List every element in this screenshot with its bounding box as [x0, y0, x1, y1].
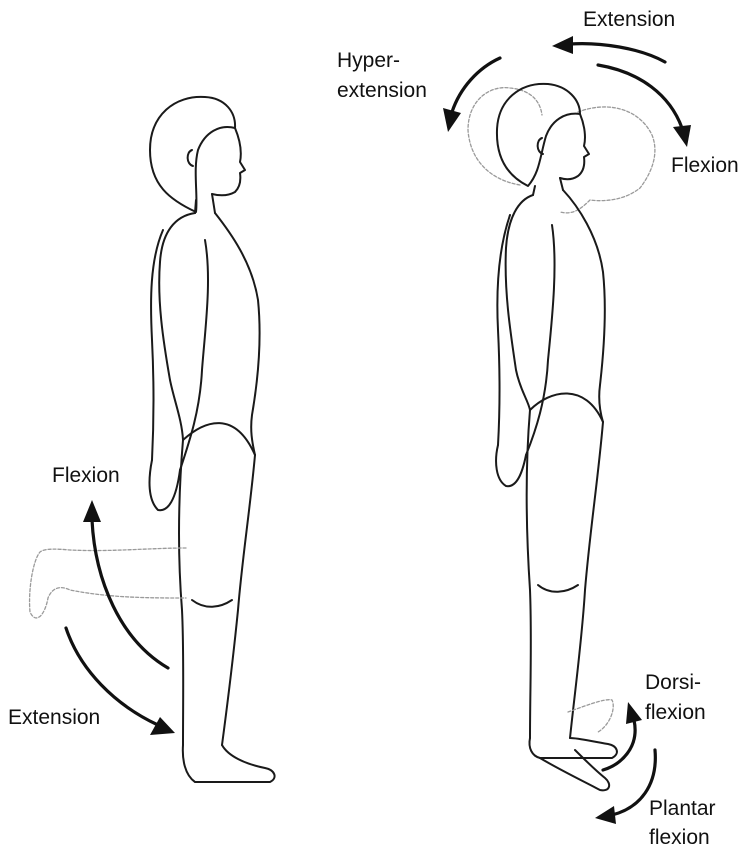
plantar-flexion-label-line2: flexion	[649, 826, 710, 849]
head-flexion-arrow	[598, 65, 691, 147]
right-standing-figure	[468, 84, 655, 790]
head-flexion-label: Flexion	[671, 154, 739, 177]
head-extension-label: Extension	[583, 8, 675, 31]
left-extension-label: Extension	[8, 706, 100, 729]
hyperextension-label-line1: Hyper-	[337, 49, 400, 72]
left-flexion-label: Flexion	[52, 464, 120, 487]
plantar-flexion-label-line1: Plantar	[649, 797, 716, 820]
dorsiflexion-arrow	[603, 702, 642, 770]
dorsiflexion-label-line2: flexion	[645, 701, 706, 724]
dorsiflexion-label-line1: Dorsi-	[645, 671, 701, 694]
head-extension-arrow	[552, 36, 665, 62]
left-flexion-arrow	[83, 500, 168, 668]
head-hyperextension-arrow	[443, 58, 500, 132]
left-standing-figure	[30, 97, 275, 782]
plantar-flexion-arrow	[595, 750, 655, 824]
hyperextension-label-line2: extension	[337, 79, 427, 102]
